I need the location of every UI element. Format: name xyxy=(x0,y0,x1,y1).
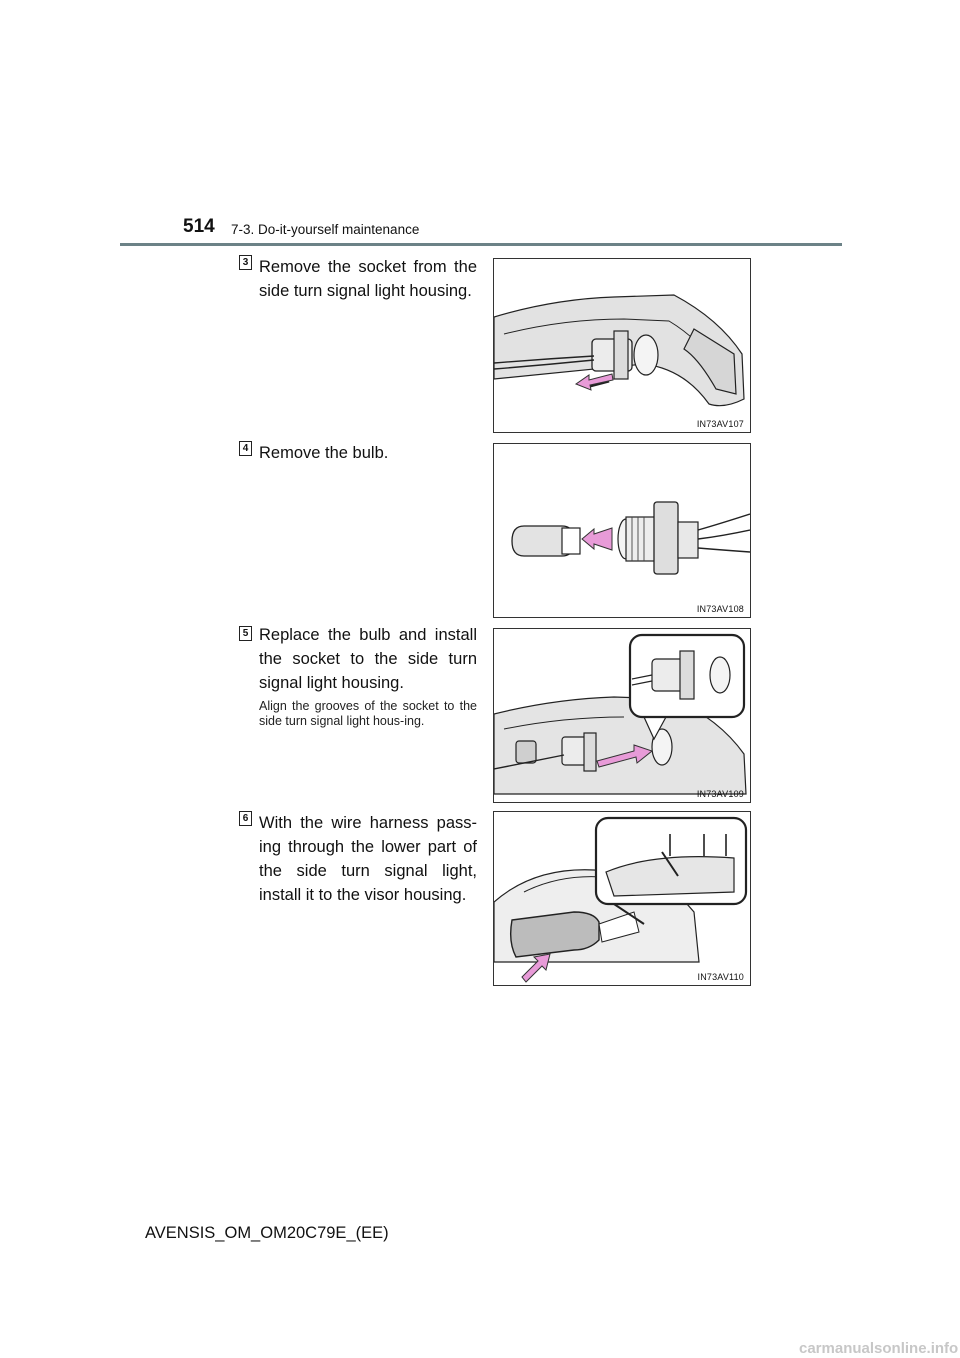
section-title: 7-3. Do-it-yourself maintenance xyxy=(231,222,420,237)
document-id: AVENSIS_OM_OM20C79E_(EE) xyxy=(145,1224,389,1242)
step-number-6: 6 xyxy=(239,811,252,826)
figure-remove-bulb: IN73AV108 xyxy=(493,443,751,618)
direction-arrow xyxy=(574,373,614,391)
step-number-3: 3 xyxy=(239,255,252,270)
direction-arrow xyxy=(581,527,613,551)
figure-code: IN73AV108 xyxy=(696,604,744,614)
step-number-4: 4 xyxy=(239,441,252,456)
figure-remove-socket: IN73AV107 xyxy=(493,258,751,433)
socket-housing-illustration xyxy=(494,294,745,407)
step-5-text: Replace the bulb and install the socket … xyxy=(259,626,477,692)
step-3-text: Remove the socket from the side turn sig… xyxy=(259,258,477,300)
figure-install-visor: IN73AV110 xyxy=(493,811,751,986)
direction-arrow xyxy=(521,953,551,983)
figure-code: IN73AV107 xyxy=(696,419,744,429)
visor-housing-illustration xyxy=(494,816,748,983)
step-5-note: Align the grooves of the socket to the s… xyxy=(259,699,477,728)
header-rule xyxy=(120,243,842,246)
figure-code: IN73AV109 xyxy=(696,789,744,799)
step-number-5: 5 xyxy=(239,626,252,641)
figure-install-socket: IN73AV109 xyxy=(493,628,751,803)
direction-arrow xyxy=(596,744,654,768)
step-4-text: Remove the bulb. xyxy=(259,444,389,462)
page-number: 514 xyxy=(183,216,215,237)
watermark: carmanualsonline.info xyxy=(799,1340,959,1357)
step-6-text: With the wire harness pass-ing through t… xyxy=(259,814,477,904)
bulb-socket-illustration xyxy=(511,501,750,575)
figure-code: IN73AV110 xyxy=(697,972,744,982)
install-socket-illustration xyxy=(494,633,747,795)
